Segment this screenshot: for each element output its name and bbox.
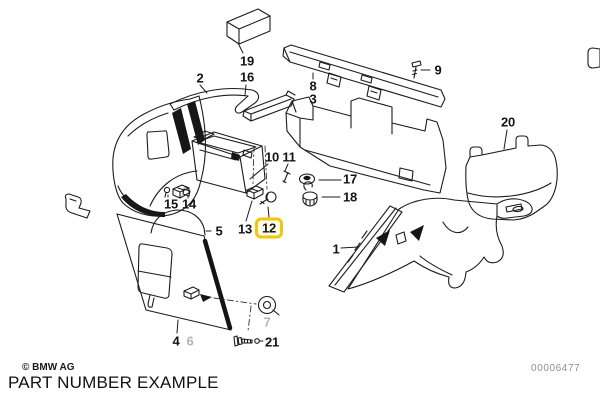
- part-8-rail: [282, 44, 446, 108]
- part-label-14[interactable]: 14: [181, 196, 197, 212]
- part-1-wheel-arch-trim: [328, 197, 533, 293]
- edge-clip-part: [587, 47, 600, 69]
- part-5-flap: [150, 209, 206, 236]
- part-label-16[interactable]: 16: [239, 69, 255, 85]
- part-label-11[interactable]: 11: [282, 149, 296, 165]
- part-label-20[interactable]: 20: [500, 114, 516, 130]
- clip-icon-14: [182, 186, 191, 197]
- part-2-trim-strip: [169, 88, 260, 114]
- part-label-7[interactable]: 7: [263, 314, 271, 330]
- part-16-sill: [242, 90, 296, 122]
- diagram-document-number: 00006477: [531, 363, 581, 374]
- bracket-part: [64, 193, 91, 219]
- part-label-2[interactable]: 2: [196, 70, 204, 86]
- part-19-block: [226, 8, 271, 45]
- screw-icon-21: [233, 335, 260, 347]
- plug-icon-18: [302, 181, 318, 207]
- screw-icon-15: [163, 186, 171, 198]
- part-label-13[interactable]: 13: [237, 221, 253, 237]
- part-label-8[interactable]: 8: [309, 78, 317, 94]
- part-label-4[interactable]: 4: [172, 333, 180, 349]
- part-label-10[interactable]: 10: [264, 149, 280, 165]
- part-label-17[interactable]: 17: [342, 171, 358, 187]
- part-label-9[interactable]: 9: [434, 62, 442, 78]
- part-20-panel: [465, 135, 558, 221]
- part-label-3[interactable]: 3: [309, 91, 317, 107]
- part-label-15[interactable]: 15: [163, 196, 179, 212]
- grommet-icon-17: [298, 173, 316, 185]
- screw-icon-12: [259, 191, 277, 205]
- screw-icon-9: [411, 60, 422, 79]
- part-10-storage-box: [191, 130, 266, 194]
- grommet-icon-7: [257, 295, 280, 316]
- part-label-19[interactable]: 19: [239, 53, 255, 69]
- page-caption: PART NUMBER EXAMPLE: [8, 373, 219, 392]
- part-label-18[interactable]: 18: [342, 189, 358, 205]
- part-label-21[interactable]: 21: [264, 334, 280, 350]
- part-label-12[interactable]: 12: [254, 217, 284, 239]
- assembly-reference-lines: [213, 145, 268, 332]
- part-3-rear-panel: [285, 96, 447, 194]
- bmw-copyright: © BMW AG: [22, 362, 75, 373]
- part-4-panel: [116, 213, 233, 331]
- part-label-5[interactable]: 5: [215, 223, 223, 239]
- clip-nut-icon-13: [246, 185, 264, 200]
- part-label-1[interactable]: 1: [332, 241, 340, 257]
- part-label-6[interactable]: 6: [186, 333, 194, 349]
